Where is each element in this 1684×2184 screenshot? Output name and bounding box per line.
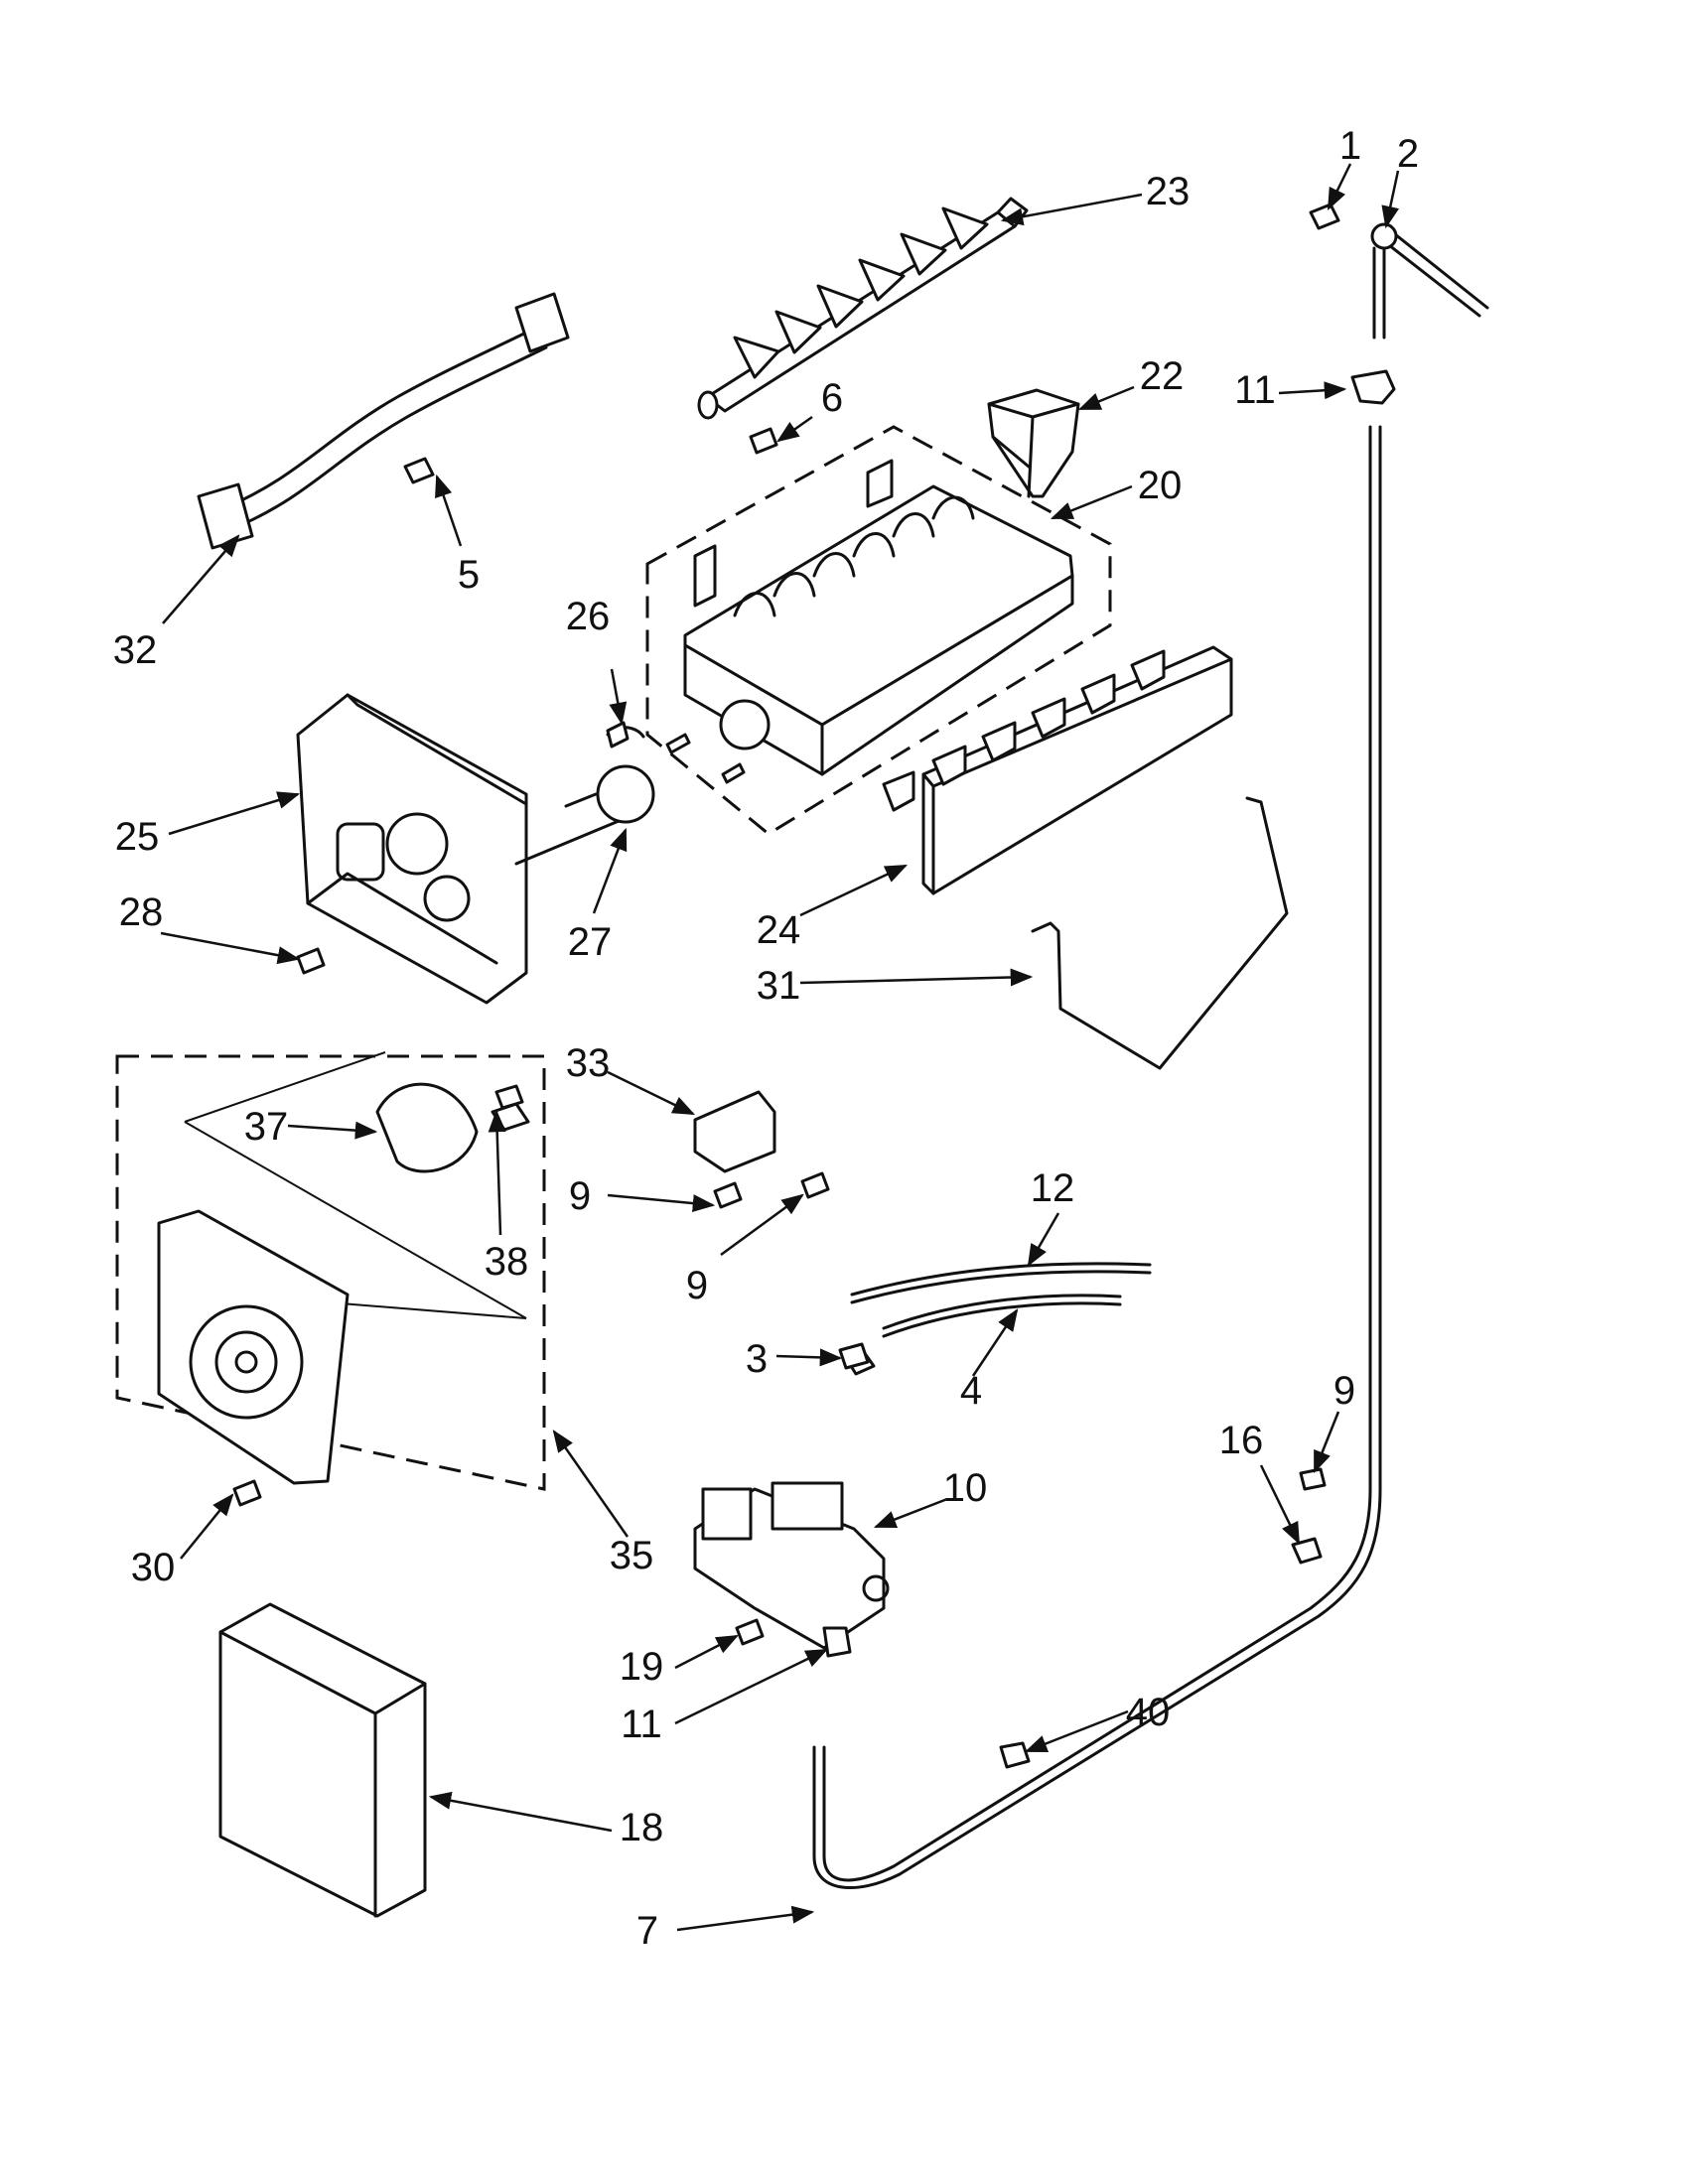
part-thermostat-27 [564, 721, 655, 824]
callout-9-left: 9 [569, 1174, 591, 1218]
part-wire-harness-32 [197, 292, 570, 550]
callout-9-right: 9 [1333, 1369, 1355, 1413]
callout-labels: 1 2 3 4 5 6 7 9 9 9 10 11 11 12 16 18 19… [113, 124, 1419, 1953]
part-fill-cup-22 [987, 388, 1080, 498]
part-shutoff-arm-31 [1031, 796, 1289, 1070]
callout-26: 26 [566, 595, 611, 638]
callout-31: 31 [757, 964, 801, 1008]
callout-37: 37 [244, 1105, 289, 1149]
part-fill-tube-7 [812, 425, 1382, 1890]
callout-32: 32 [113, 628, 158, 672]
callout-38: 38 [485, 1240, 529, 1284]
callout-3: 3 [746, 1337, 768, 1381]
callout-10: 10 [943, 1466, 988, 1510]
callout-18: 18 [620, 1806, 664, 1849]
callout-28: 28 [119, 890, 164, 934]
part-screw-clamp-1-2 [1309, 203, 1489, 340]
callout-2: 2 [1397, 132, 1419, 176]
part-water-valve-10 [693, 1481, 890, 1650]
callout-22: 22 [1140, 354, 1185, 398]
part-mold-assembly-20 [645, 425, 1112, 836]
callout-30: 30 [131, 1546, 176, 1589]
callout-11-bottom: 11 [621, 1703, 662, 1746]
callout-20: 20 [1138, 464, 1183, 507]
callout-40: 40 [1126, 1691, 1171, 1734]
part-cover-18 [218, 1602, 427, 1918]
callout-5: 5 [458, 553, 480, 597]
part-module-assembly-35 [115, 1051, 546, 1491]
callout-6: 6 [821, 376, 843, 420]
callout-33: 33 [566, 1041, 611, 1085]
callout-24: 24 [757, 908, 801, 952]
callout-23: 23 [1146, 170, 1191, 213]
callout-1: 1 [1339, 124, 1361, 168]
part-tubes-12-4 [844, 1262, 1152, 1376]
part-stripper-24 [882, 645, 1233, 895]
part-control-housing-25 [296, 693, 637, 1005]
callout-11-top: 11 [1234, 368, 1276, 412]
callout-7: 7 [636, 1909, 658, 1953]
hardware-fasteners [232, 369, 1396, 1769]
callout-25: 25 [115, 815, 160, 859]
callout-12: 12 [1031, 1166, 1075, 1210]
callout-16: 16 [1219, 1419, 1264, 1462]
callout-4: 4 [960, 1369, 982, 1413]
part-ejector-23 [697, 197, 1029, 420]
callout-9-center: 9 [686, 1264, 708, 1307]
callout-27: 27 [568, 920, 613, 964]
callout-35: 35 [610, 1534, 654, 1577]
part-bracket-33 [693, 1090, 776, 1173]
callout-leaders [160, 163, 1400, 1932]
callout-19: 19 [620, 1645, 664, 1689]
